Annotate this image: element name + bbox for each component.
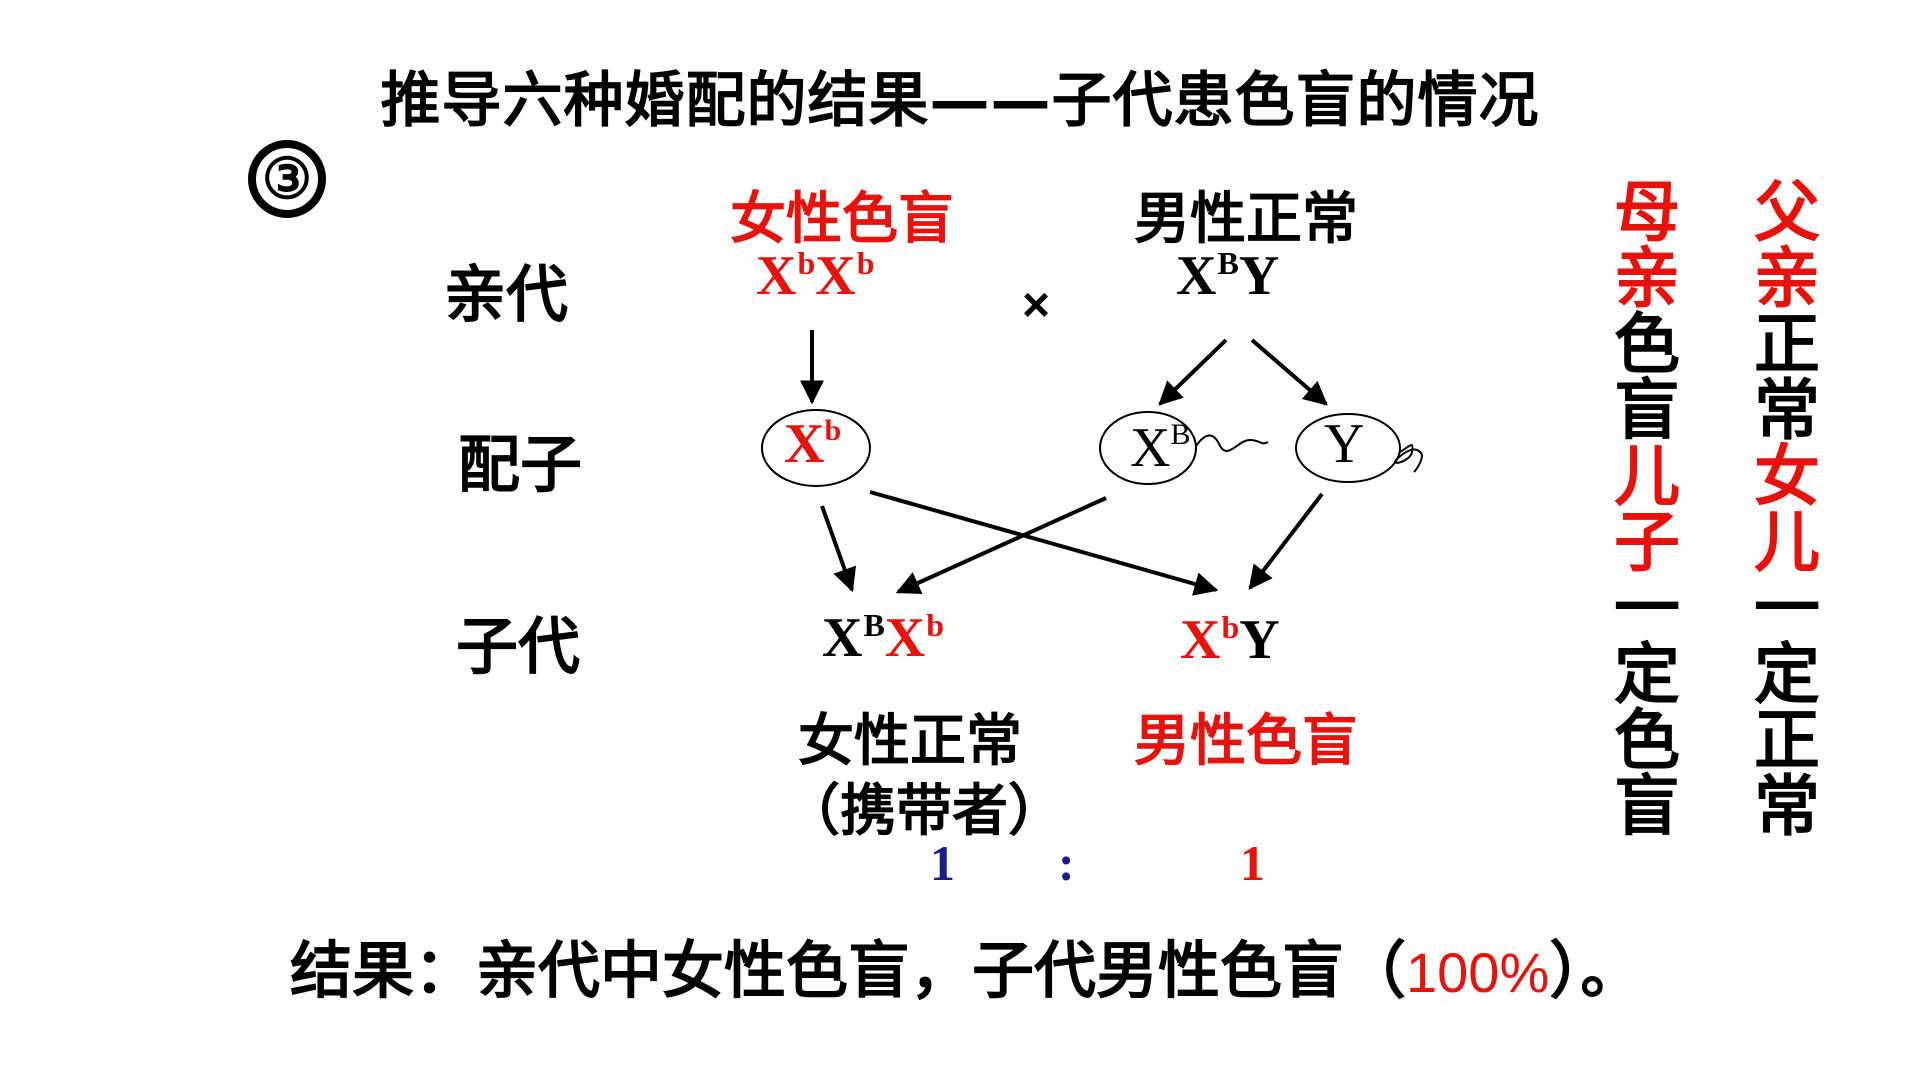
mother-note-char: 儿 <box>1614 438 1680 515</box>
father-note-char: 定 <box>1754 636 1820 713</box>
mother-genotype: XbXb <box>756 245 875 307</box>
father-note-char: 儿 <box>1754 504 1820 581</box>
gamete-father-x-label: XB <box>1130 417 1191 479</box>
gamete-ellipse-mother <box>761 409 871 487</box>
sperm-tail-x <box>1195 434 1269 452</box>
arrow-gamete-x-to-daughter <box>895 496 1107 595</box>
result-sentence: 结果：亲代中女性色盲，子代男性色盲（100%）。 <box>290 934 1643 1007</box>
gamete-father-y-label: Y <box>1324 413 1365 475</box>
daughter-genotype: XBXb <box>822 607 945 669</box>
sperm-tail-y <box>1393 444 1423 473</box>
father-genotype: XBY <box>1176 245 1280 307</box>
mother-phenotype: 女性色盲 <box>730 187 954 252</box>
arrow-gamete-y-to-son <box>1248 492 1324 590</box>
daughter-carrier-note: （携带者） <box>784 779 1064 844</box>
father-note-char: 父 <box>1754 174 1820 251</box>
mother-note-char: 盲 <box>1614 768 1680 845</box>
daughter-phenotype: 女性正常 <box>798 709 1022 774</box>
ratio-separator: : <box>1058 835 1075 891</box>
page-title: 推导六种婚配的结果——子代患色盲的情况 <box>380 66 1540 136</box>
father-note-char: 亲 <box>1754 240 1820 317</box>
result-percent: 100% <box>1406 941 1550 1004</box>
gamete-ellipse-father-x <box>1099 411 1197 485</box>
father-note-char: 女 <box>1754 438 1820 515</box>
row-label-offspring: 子代 <box>456 610 581 683</box>
cross-symbol: × <box>1022 279 1051 332</box>
row-label-parents: 亲代 <box>444 258 569 331</box>
ratio-left: 1 <box>930 835 955 891</box>
row-label-gametes: 配子 <box>458 428 583 501</box>
mother-note-char: 定 <box>1614 636 1680 713</box>
son-phenotype: 男性色盲 <box>1134 709 1358 774</box>
mother-note-char: 盲 <box>1614 372 1680 449</box>
side-note-father: 父亲正常女儿一定正常 <box>1752 180 1822 840</box>
father-note-char: 常 <box>1754 768 1820 845</box>
arrow-gamete-mother-to-daughter <box>820 505 857 593</box>
father-note-char: 正 <box>1754 702 1820 779</box>
mother-note-char: 亲 <box>1614 240 1680 317</box>
father-note-char: 一 <box>1754 570 1820 647</box>
mother-note-char: 子 <box>1614 504 1680 581</box>
mother-note-char: 色 <box>1614 306 1680 383</box>
gamete-mother-label: Xb <box>784 413 842 475</box>
side-note-mother: 母亲色盲儿子一定色盲 <box>1612 180 1682 840</box>
father-note-char: 常 <box>1754 372 1820 449</box>
mother-note-char: 一 <box>1614 570 1680 647</box>
case-number-badge: ③ <box>248 140 326 218</box>
father-note-char: 正 <box>1754 306 1820 383</box>
arrow-father-to-gamete-x <box>1158 338 1228 406</box>
son-genotype: XbY <box>1180 609 1280 671</box>
arrow-father-to-gamete-y <box>1250 338 1328 406</box>
arrow-gamete-mother-to-son <box>869 490 1219 596</box>
ratio-right: 1 <box>1240 835 1265 891</box>
mother-note-char: 色 <box>1614 702 1680 779</box>
father-phenotype: 男性正常 <box>1134 187 1358 252</box>
mother-note-char: 母 <box>1614 174 1680 251</box>
gamete-ellipse-father-y <box>1295 413 1401 483</box>
